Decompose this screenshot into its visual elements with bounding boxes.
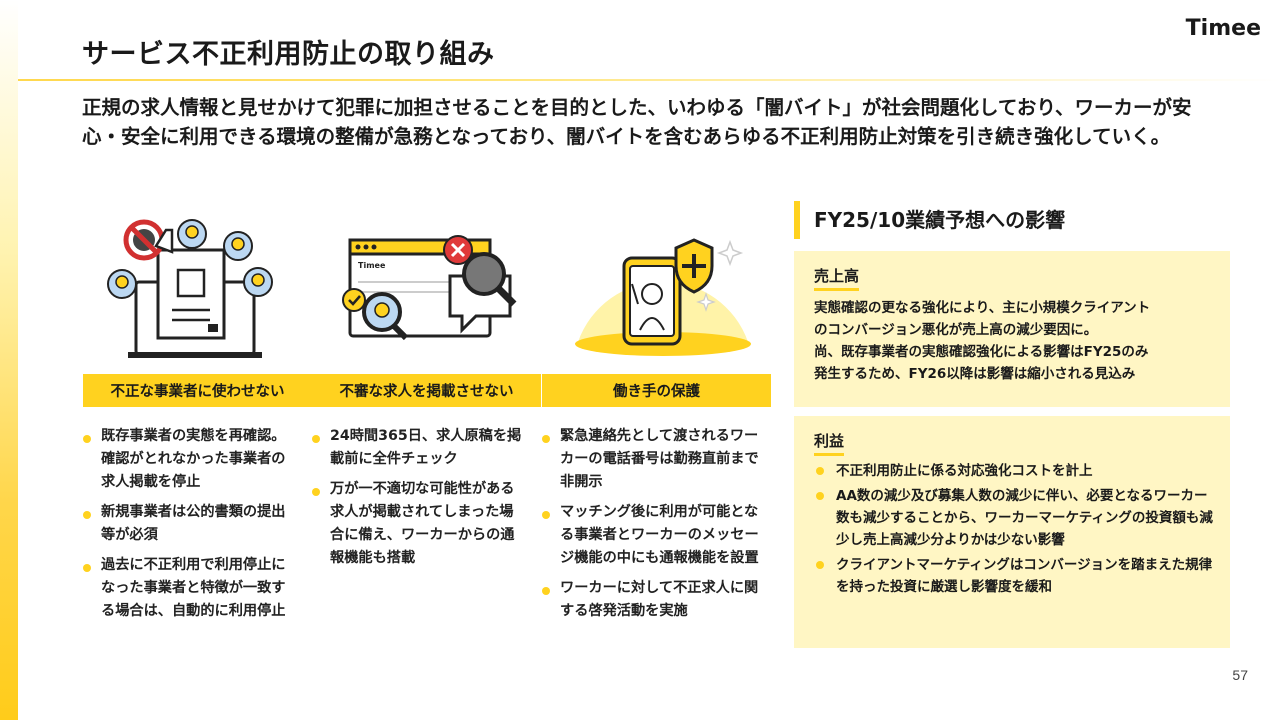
page-number: 57: [1232, 667, 1248, 683]
list-item: 緊急連絡先として渡されるワーカーの電話番号は勤務直前まで非開示: [542, 425, 760, 494]
page-title: サービス不正利用防止の取り組み: [82, 39, 495, 70]
column-label-worker-protection: 働き手の保護: [542, 374, 771, 407]
intro-paragraph: 正規の求人情報と見せかけて犯罪に加担させることを目的とした、いわゆる「闇バイト」…: [82, 96, 1192, 148]
list-item: 万が一不適切な可能性がある求人が掲載されてしまった場合に備え、ワーカーからの通報…: [312, 478, 526, 570]
profit-title: 利益: [814, 430, 845, 456]
column-label-job-review: 不審な求人を掲載させない: [312, 374, 541, 407]
bullet-list-worker-protection: 緊急連絡先として渡されるワーカーの電話番号は勤務直前まで非開示 マッチング後に利…: [542, 425, 760, 630]
illustration-logo-text: Timee: [358, 261, 386, 270]
job-review-illustration-icon: Timee: [342, 235, 517, 341]
title-underline: [18, 79, 1280, 81]
sales-title: 売上高: [814, 265, 860, 291]
brand-logo: Timee: [1185, 16, 1261, 41]
sales-text: 実態確認の更なる強化により、主に小規模クライアント のコンバージョン悪化が売上高…: [814, 297, 1219, 385]
list-item: 過去に不正利用で利用停止になった事業者と特徴が一致する場合は、自動的に利用停止: [83, 554, 298, 623]
list-item: クライアントマーケティングはコンバージョンを踏まえた規律を持った投資に厳選し影響…: [814, 554, 1214, 598]
sales-impact-box: 売上高 実態確認の更なる強化により、主に小規模クライアント のコンバージョン悪化…: [794, 251, 1230, 407]
sales-text-line: 発生するため、FY26以降は影響は縮小される見込み: [814, 366, 1136, 382]
employer-illustration-icon: [107, 219, 273, 358]
forecast-heading: FY25/10業績予想への影響: [794, 201, 1065, 239]
illustration-worker-protection: [558, 212, 778, 372]
bullet-list-job-review: 24時間365日、求人原稿を掲載前に全件チェック 万が一不適切な可能性がある求人…: [312, 425, 526, 577]
list-item: 24時間365日、求人原稿を掲載前に全件チェック: [312, 425, 526, 471]
list-item: 既存事業者の実態を再確認。確認がとれなかった事業者の求人掲載を停止: [83, 425, 298, 494]
list-item: AA数の減少及び募集人数の減少に伴い、必要となるワーカー数も減少することから、ワ…: [814, 485, 1214, 551]
list-item: ワーカーに対して不正求人に関する啓発活動を実施: [542, 577, 760, 623]
sales-text-line: のコンバージョン悪化が売上高の減少要因に。: [814, 322, 1098, 338]
list-item: マッチング後に利用が可能となる事業者とワーカーのメッセージ機能の中にも通報機能を…: [542, 501, 760, 570]
bullet-list-employer: 既存事業者の実態を再確認。確認がとれなかった事業者の求人掲載を停止 新規事業者は…: [83, 425, 298, 630]
profit-bullet-list: 不正利用防止に係る対応強化コストを計上 AA数の減少及び募集人数の減少に伴い、必…: [814, 460, 1214, 601]
illustration-job-review: Timee: [330, 212, 550, 372]
sales-text-line: 実態確認の更なる強化により、主に小規模クライアント: [814, 300, 1151, 316]
column-label-employer: 不正な事業者に使わせない: [83, 374, 312, 407]
side-accent-bar: [0, 0, 18, 720]
worker-protection-illustration-icon: [575, 238, 751, 356]
sales-text-line: 尚、既存事業者の実態確認強化による影響はFY25のみ: [814, 344, 1149, 360]
illustration-employer: [100, 212, 320, 372]
profit-impact-box: 利益 不正利用防止に係る対応強化コストを計上 AA数の減少及び募集人数の減少に伴…: [794, 416, 1230, 648]
list-item: 新規事業者は公的書類の提出等が必須: [83, 501, 298, 547]
list-item: 不正利用防止に係る対応強化コストを計上: [814, 460, 1214, 482]
